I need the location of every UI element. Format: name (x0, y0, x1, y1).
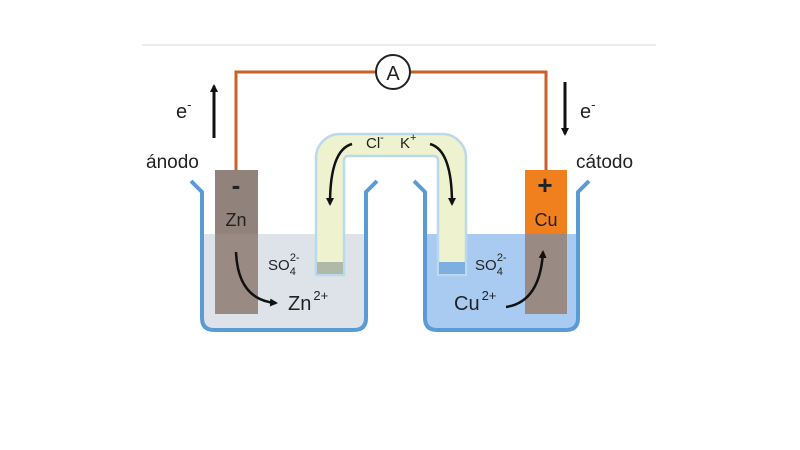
salt-bridge-tube (314, 132, 468, 277)
left-beaker (189, 179, 379, 332)
salt-bridge-left-plug (317, 262, 343, 274)
anode-label: ánodo (146, 152, 199, 173)
copper-electrode-submerged (525, 234, 567, 314)
ammeter-circle (375, 54, 411, 90)
ammeter-label: A (386, 63, 400, 85)
copper-reduction-arrow (505, 250, 547, 309)
salt-bridge-right-plug (439, 262, 465, 274)
electron-label-right: e- (580, 97, 595, 123)
copper-electrode-top (525, 170, 567, 234)
anode-sign: - (232, 170, 241, 200)
cathode-sign: + (537, 170, 552, 200)
right-beaker (412, 179, 591, 332)
salt-bridge (314, 132, 468, 277)
chloride-label: Cl- (366, 132, 384, 152)
zinc-label: Zn (225, 210, 246, 230)
external-wire (234, 70, 548, 170)
chloride-flow-arrow (326, 142, 353, 206)
zinc-electrode-shade (215, 170, 258, 234)
zinc-oxidation-arrow (234, 251, 278, 307)
potassium-flow-arrow (429, 142, 456, 206)
copper-label: Cu (534, 210, 557, 230)
sulfate-label-left: SO42- (268, 252, 300, 278)
cathode-label: cátodo (576, 152, 633, 173)
potassium-label: K+ (400, 132, 416, 152)
ammeter: A (375, 54, 411, 90)
sulfate-label-right: SO42- (475, 252, 507, 278)
electron-label-left: e- (176, 97, 191, 123)
